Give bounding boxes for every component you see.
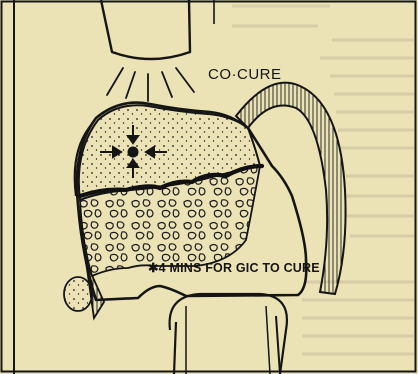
co-cure-label: CO·CURE (208, 66, 282, 83)
polymerisation-centre (128, 147, 139, 158)
gic-cure-time-note: ✱4 MINS FOR GIC TO CURE (148, 260, 320, 275)
root-right-wall (276, 316, 280, 374)
curing-light-nozzle (101, 0, 190, 59)
cotton-roll (64, 277, 92, 311)
root-left-wall (174, 322, 176, 374)
root-inner-right (266, 306, 270, 374)
light-rays (107, 68, 194, 101)
